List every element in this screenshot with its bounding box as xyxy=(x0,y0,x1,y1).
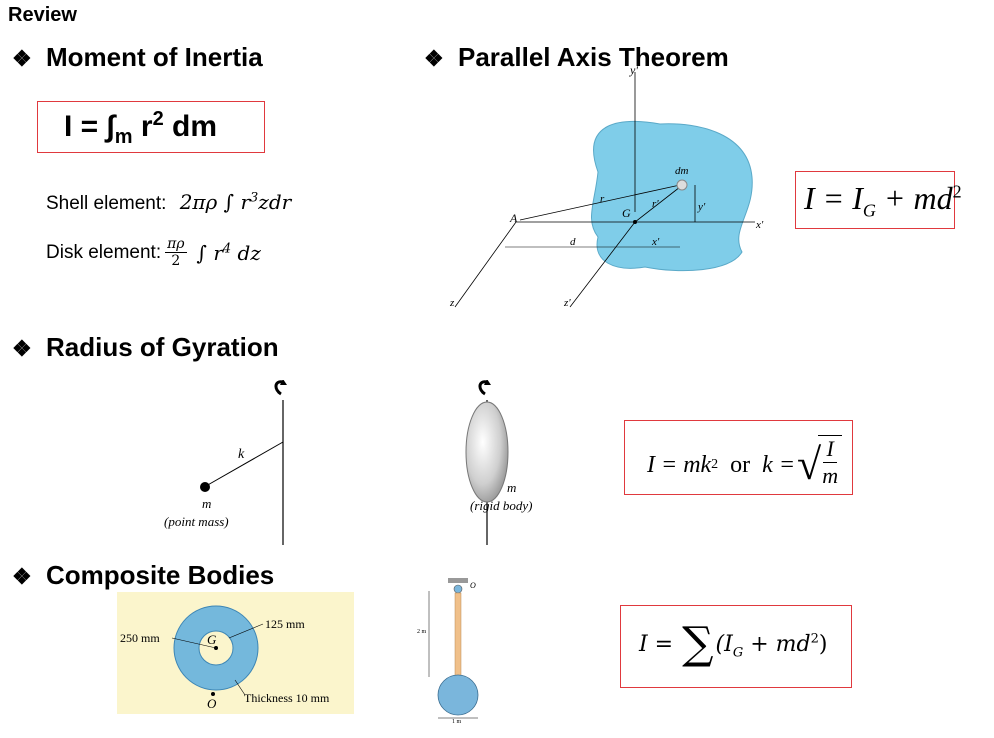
dm-element xyxy=(676,179,688,191)
label-k: k xyxy=(238,447,245,462)
label-y-prime-axis: y' xyxy=(629,63,638,77)
bullet-icon: ❖ xyxy=(424,46,444,71)
parallel-formula-box: I = IG + md2 xyxy=(795,171,962,229)
slide-title: Review xyxy=(8,4,77,26)
label-g-ring: G xyxy=(207,632,217,647)
ring-diagram: 250 mm 125 mm G O Thickness 10 mm xyxy=(120,605,330,711)
label-z: z xyxy=(449,297,455,309)
pivot-o xyxy=(211,692,215,696)
r-vector xyxy=(519,184,681,221)
label-rigid-body: (rigid body) xyxy=(470,498,532,513)
rigid-body-shape xyxy=(591,121,753,272)
bullet-icon: ❖ xyxy=(12,336,32,361)
label-x-prime-axis: x' xyxy=(755,219,764,231)
rigid-body-ellipsoid xyxy=(465,401,509,503)
pendulum-pivot xyxy=(453,584,463,594)
label-r: r xyxy=(600,193,605,205)
label-y-prime: y' xyxy=(697,201,706,213)
bullet-icon: ❖ xyxy=(12,564,32,589)
composite-formula-box: I = ∑ (IG + md2) xyxy=(620,605,852,688)
bullet-icon: ❖ xyxy=(12,46,32,71)
label-dm: dm xyxy=(675,165,689,177)
parallel-axis-diagram: y' dm r r' y' A G x' d x' z z' xyxy=(449,63,764,309)
k-line xyxy=(205,441,284,487)
ring-panel: 250 mm 125 mm G O Thickness 10 mm xyxy=(117,592,354,714)
rotation-arrow-icon-2 xyxy=(478,380,488,396)
r-prime-vector xyxy=(634,186,681,223)
label-125mm: 125 mm xyxy=(265,617,305,631)
label-2m: 2 m xyxy=(417,629,427,635)
label-g: G xyxy=(622,206,631,220)
pendulum-diagram: O 2 m 1 m xyxy=(417,578,479,725)
moment-formula: I = ∫m r2 dm xyxy=(64,108,218,148)
label-point-mass: (point mass) xyxy=(164,514,229,529)
parallel-formula: I = IG + md2 xyxy=(804,180,962,221)
label-1m: 1 m xyxy=(452,719,462,725)
label-thickness: Thickness 10 mm xyxy=(244,691,330,705)
z-prime-axis xyxy=(569,221,636,308)
point-mass xyxy=(200,482,210,492)
pendulum-rod xyxy=(454,592,462,678)
label-m-rigid: m xyxy=(507,480,516,495)
heading-radius-of-gyration: ❖Radius of Gyration xyxy=(12,332,279,362)
rotation-arrow-icon xyxy=(274,380,284,396)
heading-composite-bodies: ❖Composite Bodies xyxy=(12,560,275,590)
label-x-prime: x' xyxy=(651,236,660,248)
centroid-g xyxy=(633,220,637,224)
label-r-prime: r' xyxy=(652,198,659,210)
heading-parallel-axis: ❖Parallel Axis Theorem xyxy=(424,42,729,72)
disk-element-line: Disk element: πρ 2 ∫ r4 dz xyxy=(46,236,261,269)
pendulum-disk xyxy=(437,674,479,716)
label-o-pendulum: O xyxy=(470,581,476,590)
z-axis xyxy=(454,221,517,308)
shell-element-line: Shell element: 2πρ ∫ r3zdr xyxy=(46,190,292,214)
label-o-ring: O xyxy=(207,696,217,711)
moment-formula-box: I = ∫m r2 dm xyxy=(37,101,265,153)
label-d: d xyxy=(570,236,576,248)
label-a: A xyxy=(509,211,518,225)
label-250mm: 250 mm xyxy=(120,631,160,645)
gyration-diagrams: k m (point mass) m (rigid body) xyxy=(164,380,532,545)
pendulum-support xyxy=(448,578,468,583)
heading-moment-of-inertia: ❖Moment of Inertia xyxy=(12,42,263,72)
label-m-point: m xyxy=(202,496,211,511)
label-z-prime: z' xyxy=(563,297,571,309)
composite-formula: I = ∑ (IG + md2) xyxy=(639,618,828,669)
